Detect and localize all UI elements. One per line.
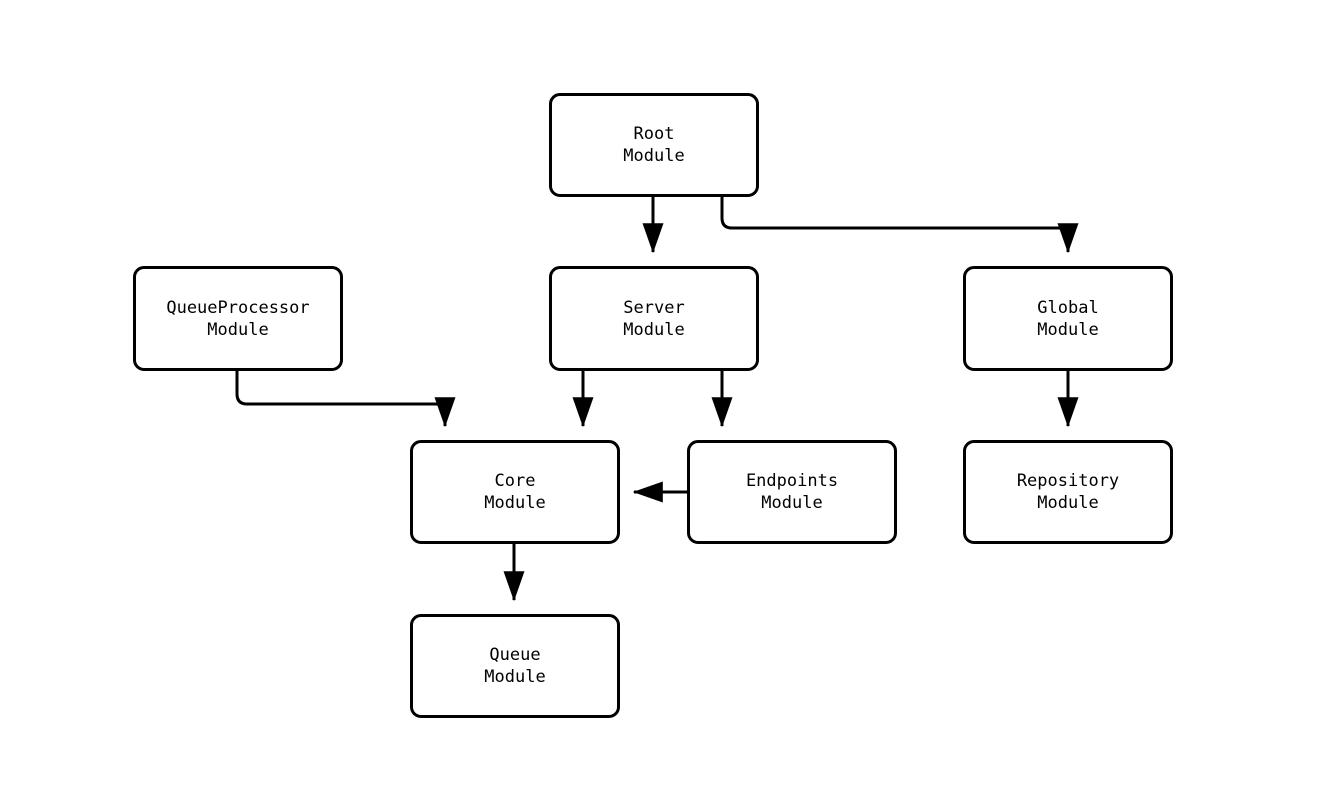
node-repository-module-line1: Repository — [1016, 471, 1120, 491]
node-queue-module-line1: Queue — [489, 645, 541, 665]
node-queueprocessor-module-line1: QueueProcessor — [166, 297, 310, 318]
node-core-module[interactable]: Core Module — [410, 440, 620, 544]
node-root-module-line2: Module — [623, 146, 685, 166]
node-endpoints-module[interactable]: Endpoints Module — [687, 440, 897, 544]
node-core-module-line2: Module — [484, 493, 546, 513]
node-global-module-line1: Global — [1037, 297, 1099, 318]
node-server-module-line1: Server — [623, 297, 685, 318]
node-repository-module-line2: Module — [1037, 493, 1099, 513]
node-global-module-line2: Module — [1037, 319, 1099, 340]
node-queue-module-line2: Module — [484, 667, 546, 687]
node-repository-module[interactable]: Repository Module — [963, 440, 1173, 544]
node-queue-module[interactable]: Queue Module — [410, 614, 620, 718]
node-server-module-line2: Module — [623, 319, 685, 340]
node-queueprocessor-module[interactable]: QueueProcessor Module — [133, 266, 343, 371]
node-endpoints-module-line2: Module — [761, 493, 823, 513]
edge-root-to-global — [720, 197, 1079, 254]
node-endpoints-module-line1: Endpoints — [745, 471, 839, 491]
node-global-module[interactable]: Global Module — [963, 266, 1173, 371]
edge-queueprocessor-to-core — [235, 371, 456, 428]
node-core-module-line1: Core — [494, 471, 536, 491]
node-queueprocessor-module-line2: Module — [207, 319, 269, 340]
node-root-module-line1: Root — [633, 124, 675, 144]
node-root-module[interactable]: Root Module — [549, 93, 759, 197]
node-server-module[interactable]: Server Module — [549, 266, 759, 371]
